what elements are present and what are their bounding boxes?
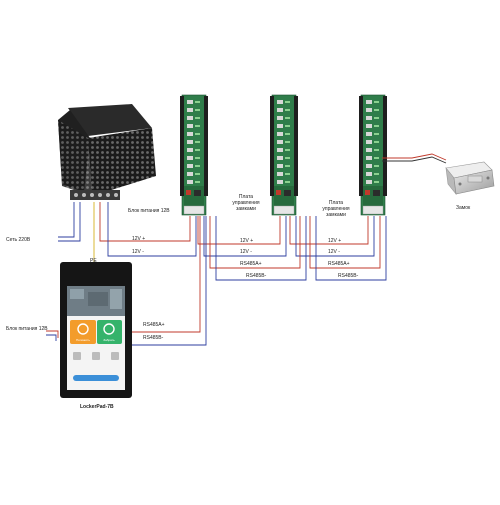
mains-wire-1	[58, 202, 75, 238]
wire-12v-plus-b1b2	[197, 216, 281, 245]
lock-cable-dark	[382, 156, 447, 164]
lock-cable-red	[382, 153, 447, 161]
wire-label-rs485b-device: RS485B-	[143, 335, 164, 341]
psu-terminal-block	[70, 190, 120, 200]
wiring	[46, 153, 447, 346]
lock-device	[445, 161, 495, 196]
lockerpad-device: Положить Забрать	[60, 262, 132, 398]
wire-label-12v-plus-1: 12V +	[132, 236, 146, 242]
wire-device-power-2	[46, 334, 57, 341]
wire-label-rs485a-device: RS485A+	[143, 322, 165, 328]
board-title-1: Плата управления замками	[232, 194, 260, 212]
wire-label-12v-minus-2: 12V -	[240, 249, 252, 255]
wire-label-rs485b-1: RS485B-	[246, 273, 267, 279]
wire-label-12v-plus-3: 12V +	[328, 238, 342, 244]
wire-12v-plus-psu	[99, 202, 191, 242]
pe-label: PE	[90, 258, 97, 264]
wire-label-12v-minus-3: 12V -	[328, 249, 340, 255]
wire-label-12v-minus-1: 12V -	[132, 249, 144, 255]
controller-board-2	[270, 94, 298, 216]
wire-rs485b-b1b2	[215, 216, 307, 281]
controller-board-3	[359, 94, 387, 216]
wire-12v-minus-psu	[107, 202, 197, 257]
psu-label-top: Блок питания 12В	[128, 208, 170, 214]
wire-rs485b-b2b3	[315, 216, 387, 281]
screen-bottom-bar[interactable]	[73, 375, 119, 381]
wire-rs485b-device	[131, 216, 207, 346]
screen-tile-take[interactable]	[97, 320, 122, 344]
wire-label-12v-plus-2: 12V +	[240, 238, 254, 244]
tile-put-label: Положить	[76, 338, 90, 342]
controller-boards	[180, 94, 387, 216]
tile-take-label: Забрать	[103, 338, 115, 342]
device-name-label: LockerPad-7B	[80, 404, 114, 410]
controller-board-1	[180, 94, 208, 216]
power-supply-unit	[58, 104, 156, 200]
wire-12v-plus-b2b3	[289, 216, 369, 245]
board-title-2: Плата управления замками	[322, 200, 350, 218]
lock-label: Замок	[456, 205, 471, 211]
wire-label-rs485a-2: RS485A+	[328, 261, 350, 267]
wire-rs485a-b1b2	[209, 216, 301, 269]
wire-label-rs485a-1: RS485A+	[240, 261, 262, 267]
wire-rs485a-device	[131, 216, 201, 333]
wire-12v-minus-b1b2	[203, 216, 287, 257]
mains-wire-2	[58, 202, 81, 242]
wire-device-power-1	[46, 330, 59, 338]
wire-label-rs485b-2: RS485B-	[338, 273, 359, 279]
mains-label: Сеть 220В	[6, 237, 31, 243]
psu-label-left: Блок питания 12В	[6, 326, 48, 332]
screen-tile-put[interactable]	[70, 320, 96, 344]
wire-12v-minus-b2b3	[295, 216, 375, 257]
wire-rs485a-b2b3	[309, 216, 381, 269]
